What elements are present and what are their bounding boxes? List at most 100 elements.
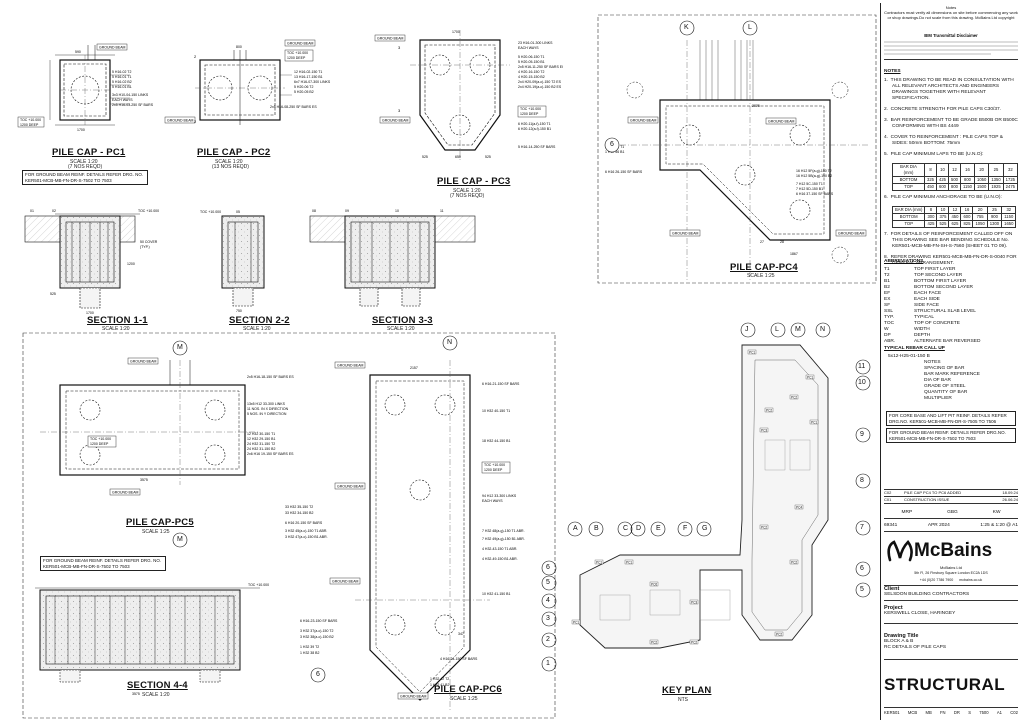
drawing-scale: 1:25 & 1:20 @ A1 [980, 523, 1018, 528]
tb-job-info: 69341 APR 2024 1:25 & 1:20 @ A1 [884, 521, 1018, 532]
svg-text:10: 10 [395, 209, 399, 213]
pc4-title: PILE CAP-PC4 [730, 262, 798, 273]
section-3-3-title: SECTION 3-3 [372, 315, 433, 326]
svg-text:GROUND BEAM: GROUND BEAM [377, 37, 404, 41]
job-no: 69341 [884, 523, 898, 528]
svg-text:4 H20-15-150 B2: 4 H20-15-150 B2 [518, 75, 545, 79]
pc1-scale: SCALE 1:20 [70, 159, 98, 165]
note-3: 3. BAR REINFORCEMENT TO BE GRADE B500B O… [884, 118, 1018, 129]
svg-text:23 H16-01-300 LINKS: 23 H16-01-300 LINKS [518, 41, 553, 45]
svg-text:2x4 H20-09(a-c)-150 T2 ES: 2x4 H20-09(a-c)-150 T2 ES [518, 80, 562, 84]
key-grid-right-6: 6 [860, 565, 864, 572]
s44-width-dim: 3575 [132, 692, 140, 696]
section-4-4-scale: SCALE 1:20 [142, 692, 170, 698]
company-contact: +44 (0)20 7786 7900 mcbains.co.uk [884, 577, 1018, 586]
svg-text:5 H16-14-250 SF BARS: 5 H16-14-250 SF BARS [518, 145, 556, 149]
key-grid-n: N [820, 326, 826, 333]
svg-text:12 H32 30-150 T1: 12 H32 30-150 T1 [247, 432, 275, 436]
svg-text:3 H32 45(a-c)-150 T1 ABR.: 3 H32 45(a-c)-150 T1 ABR. [285, 529, 327, 533]
svg-text:TOC +10.000: TOC +10.000 [90, 437, 111, 441]
svg-text:4 H20-16-150 T2: 4 H20-16-150 T2 [518, 70, 544, 74]
svg-text:24 H32 31-150 B2: 24 H32 31-150 B2 [247, 447, 275, 451]
rebar-part: BAR MARK REFERENCE [924, 372, 980, 377]
svg-text:1 H12 56 B1: 1 H12 56 B1 [605, 150, 625, 154]
svg-text:2x5 H16-08-250 SF BARS ES: 2x5 H16-08-250 SF BARS ES [270, 105, 317, 109]
drawing-date: APR 2024 [927, 523, 950, 528]
key-grid-l: L [775, 326, 779, 333]
svg-text:525: 525 [50, 292, 56, 296]
svg-text:GROUND BEAM: GROUND BEAM [130, 360, 157, 364]
key-grid-left-1: 1 [546, 660, 550, 667]
key-grid-g: G [702, 525, 708, 532]
key-grid-left-6: 6 [546, 564, 550, 571]
key-grid-j: J [745, 326, 749, 333]
svg-text:347: 347 [458, 632, 464, 636]
project-name: KERSWELL CLOSE, HARINGEY [884, 611, 956, 616]
key-grid-d: D [636, 525, 642, 532]
company-phone: +44 (0)20 7786 7900 [919, 578, 954, 582]
svg-text:3: 3 [398, 45, 401, 50]
svg-text:6 H16 20-150 SF BARS: 6 H16 20-150 SF BARS [285, 521, 323, 525]
svg-text:7 H12 5C-150 T1: 7 H12 5C-150 T1 [796, 182, 823, 186]
key-grid-e: E [656, 525, 661, 532]
svg-text:11 NOS. IN X DIRECTION: 11 NOS. IN X DIRECTION [247, 407, 289, 411]
svg-text:3: 3 [398, 108, 401, 113]
svg-text:PC1: PC1 [807, 375, 813, 379]
rebar-part: QUANTITY OF BAR [924, 390, 968, 395]
pc5-width-dim: 3575 [140, 478, 148, 482]
svg-text:GROUND BEAM: GROUND BEAM [672, 232, 699, 236]
svg-text:3x3 H10-04-150 LINKS: 3x3 H10-04-150 LINKS [112, 93, 149, 97]
abbr-heading: ABBREVIATIONS [884, 259, 924, 264]
svg-text:6 H16 26-150 SF BARS: 6 H16 26-150 SF BARS [605, 170, 643, 174]
svg-text:GROUND BEAM: GROUND BEAM [167, 119, 194, 123]
svg-text:11: 11 [440, 209, 444, 213]
note-5: 5. PILE CAP MINIMUM LAPS TO BE (U.N.O): [884, 152, 984, 157]
pc1-note: (7 NOS REQD) [68, 164, 103, 170]
svg-text:PC2: PC2 [651, 640, 657, 644]
svg-text:(TYP.): (TYP.) [140, 245, 150, 249]
key-grid-right-8: 8 [860, 477, 864, 484]
rebar-part: SPACING OF BAR [924, 366, 965, 371]
svg-text:6 H20-11(a-f)-150 T1: 6 H20-11(a-f)-150 T1 [518, 122, 551, 126]
section-4-4-title: SECTION 4-4 [127, 680, 188, 691]
ground-beam-note-1: FOR GROUND BEAM REINF. DETAILS REFER DRG… [22, 170, 148, 185]
drawing-title-line-1: BLOCK A & B [884, 639, 914, 644]
svg-text:650: 650 [455, 155, 461, 159]
tb-disclaimer-title: BIM Transmittal Disclaimer [924, 33, 978, 38]
svg-text:13 H16-17-150 B1: 13 H16-17-150 B1 [294, 75, 323, 79]
section-2-2-scale: SCALE 1:20 [243, 326, 271, 332]
svg-text:TOC +10.000: TOC +10.000 [200, 210, 221, 214]
svg-text:6 H16-21-150 SF BARS: 6 H16-21-150 SF BARS [482, 382, 520, 386]
svg-text:5 H16-01 B1: 5 H16-01 B1 [112, 85, 132, 89]
pc1-drawing: 5 H16-02 T2 5 H16-01 T1 5 H16-02 B2 5 H1… [17, 43, 154, 132]
pc3-title: PILE CAP - PC3 [437, 176, 511, 187]
svg-text:5 H16-01 T1: 5 H16-01 T1 [112, 75, 131, 79]
key-grid-left-5: 5 [546, 579, 550, 586]
company-web: mcbains.co.uk [959, 578, 983, 582]
svg-text:EACH WAYS: EACH WAYS [112, 98, 133, 102]
pc6-width-dim: 2157 [410, 366, 418, 370]
svg-text:5 H20-05 B2: 5 H20-05 B2 [294, 90, 314, 94]
section-1-1-scale: SCALE 1:20 [102, 326, 130, 332]
pc2-width-dim: 800 [236, 45, 242, 49]
svg-text:TOC +10.000: TOC +10.000 [520, 107, 541, 111]
key-plan-drawing: PC1 PC1 PC2 PC2 PC1 PC3 PC4 PC2 PC2 PC2 … [571, 344, 829, 649]
svg-text:GROUND BEAM: GROUND BEAM [630, 119, 657, 123]
pc5-scale: SCALE 1:25 [142, 529, 170, 535]
svg-text:4 H32-43-150 T1 ABR.: 4 H32-43-150 T1 ABR. [482, 547, 517, 551]
tb-drawing-title: Drawing Title BLOCK A & B RC DETAILS OF … [884, 633, 1018, 660]
svg-text:TOC +10.000: TOC +10.000 [138, 209, 159, 213]
key-grid-right-5: 5 [860, 586, 864, 593]
note-8: 8. REFER DRAWING KER501-MCB-MB-FN-DR-S-0… [884, 255, 1017, 266]
svg-text:PC1: PC1 [811, 420, 817, 424]
svg-text:PC2: PC2 [791, 560, 797, 564]
svg-text:1200 DEEP: 1200 DEEP [287, 56, 306, 60]
svg-text:GROUND BEAM: GROUND BEAM [768, 120, 795, 124]
svg-text:PC6: PC6 [651, 582, 657, 586]
